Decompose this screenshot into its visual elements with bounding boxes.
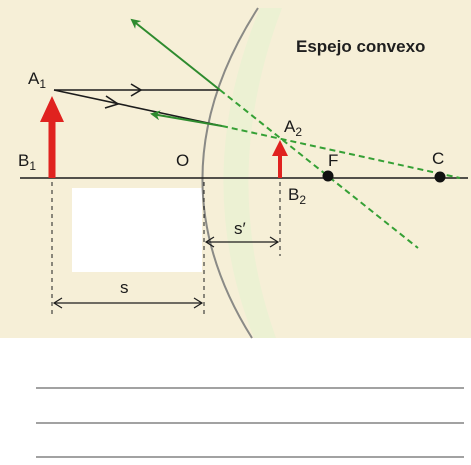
incident-ray-parallel-arrow [130, 83, 143, 97]
label-c: C [432, 149, 444, 168]
label-b2-main: B [288, 185, 299, 204]
focal-point [322, 170, 334, 182]
label-a1: A1 [28, 69, 46, 91]
label-f: F [328, 151, 338, 170]
virtual-ray-to-focus [219, 89, 419, 249]
reflected-ray-lower [150, 110, 223, 127]
label-b1: B1 [18, 151, 36, 173]
label-a2-main: A [284, 117, 296, 136]
virtual-ray-to-center [221, 125, 461, 179]
dimension-s-prime-arrow-right [269, 236, 280, 248]
incident-ray-oblique [53, 89, 223, 127]
dimension-s-arrow-left [52, 297, 63, 309]
reflected-ray-upper [130, 18, 221, 91]
label-a1-sub: 1 [39, 77, 46, 91]
label-a2-sub: 2 [295, 125, 302, 139]
image-arrow-head [272, 140, 288, 156]
mirror-surface [201, 7, 259, 339]
incident-ray-oblique-arrow [104, 95, 120, 109]
center-point [434, 171, 446, 183]
dimension-s-arrow-right [193, 297, 204, 309]
label-a2: A2 [284, 117, 302, 139]
label-a1-main: A [28, 69, 40, 88]
label-b2: B2 [288, 185, 306, 207]
label-s: s [120, 278, 129, 297]
mirror-glass [223, 8, 282, 338]
label-s-prime: s′ [234, 219, 246, 238]
label-b1-main: B [18, 151, 29, 170]
label-b2-sub: 2 [299, 193, 306, 207]
object-arrow-head [40, 96, 64, 122]
dimension-s-prime-arrow-left [204, 236, 215, 248]
blank-label-box [72, 188, 202, 272]
diagram-title: Espejo convexo [296, 37, 425, 56]
label-o: O [176, 151, 189, 170]
label-b1-sub: 1 [29, 159, 36, 173]
answer-lines [36, 387, 464, 458]
